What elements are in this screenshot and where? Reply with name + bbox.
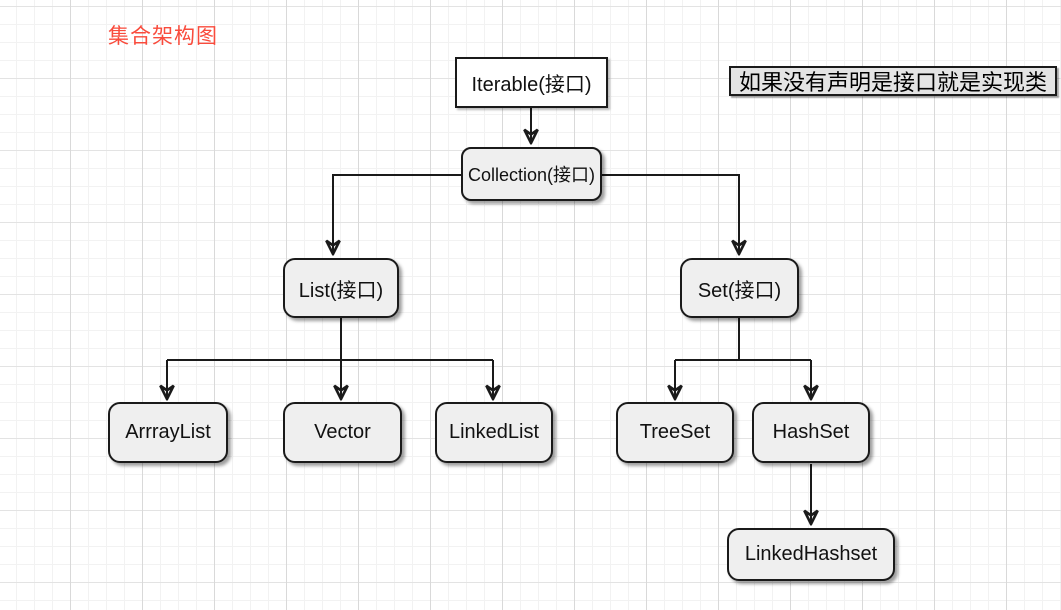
node-hashset[interactable]: HashSet	[752, 402, 870, 463]
edge-list-trunk[interactable]	[167, 318, 493, 361]
node-vector[interactable]: Vector	[283, 402, 402, 463]
node-arraylist-label: ArrrayList	[125, 421, 211, 443]
node-collection-label: Collection(接口)	[467, 165, 596, 185]
node-linkedlist-label: LinkedList	[448, 421, 540, 443]
node-hashset-label: HashSet	[772, 421, 850, 443]
edge-collection-set[interactable]	[602, 174, 739, 254]
node-collection[interactable]: Collection(接口)	[461, 147, 602, 201]
node-set[interactable]: Set(接口)	[680, 258, 799, 318]
note-text: 如果没有声明是接口就是实现类	[738, 70, 1047, 95]
node-linkedlist[interactable]: LinkedList	[435, 402, 553, 463]
node-list[interactable]: List(接口)	[283, 258, 399, 318]
edge-set-trunk[interactable]	[675, 318, 811, 361]
node-arraylist[interactable]: ArrrayList	[108, 402, 228, 463]
node-iterable[interactable]: Iterable(接口)	[455, 57, 608, 108]
node-linkedhashset[interactable]: LinkedHashset	[727, 528, 895, 581]
node-iterable-label: Iterable(接口)	[471, 74, 592, 96]
note-box[interactable]: 如果没有声明是接口就是实现类	[729, 66, 1057, 96]
node-vector-label: Vector	[314, 421, 371, 443]
node-set-label: Set(接口)	[697, 279, 782, 302]
node-linkedhashset-label: LinkedHashset	[744, 543, 878, 565]
node-treeset[interactable]: TreeSet	[616, 402, 734, 463]
node-treeset-label: TreeSet	[639, 421, 711, 443]
diagram-title: 集合架构图	[108, 25, 218, 48]
node-list-label: List(接口)	[298, 279, 384, 302]
edge-collection-list[interactable]	[333, 174, 461, 254]
